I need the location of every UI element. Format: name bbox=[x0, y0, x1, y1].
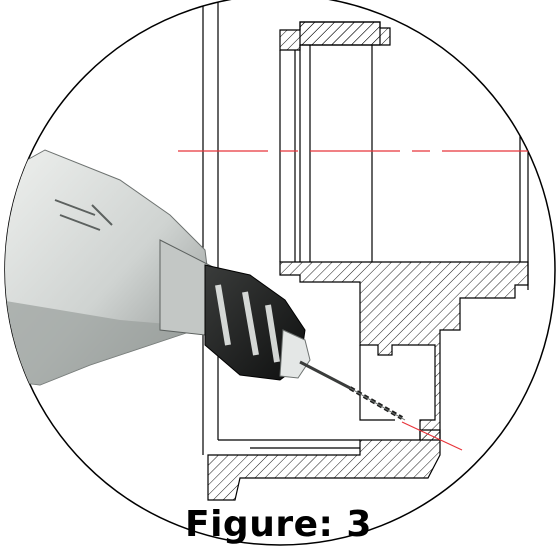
chuck-ring bbox=[215, 284, 280, 363]
hatched-section-middle bbox=[279, 261, 529, 441]
drill-bit-shank bbox=[299, 360, 351, 390]
drill-axis-line bbox=[401, 421, 463, 451]
drill-body-shadow bbox=[5, 300, 195, 385]
drill-bit-tip bbox=[349, 387, 406, 421]
drill-icon bbox=[5, 149, 406, 421]
figure-caption: Figure: 3 bbox=[185, 504, 372, 545]
hatched-section-bottom bbox=[207, 429, 441, 501]
chuck-nose bbox=[279, 329, 311, 379]
drill-vent bbox=[54, 199, 113, 231]
hatched-section-top-right bbox=[299, 21, 381, 46]
pocket-outline bbox=[359, 345, 395, 421]
cross-section-drawing bbox=[178, 0, 548, 501]
